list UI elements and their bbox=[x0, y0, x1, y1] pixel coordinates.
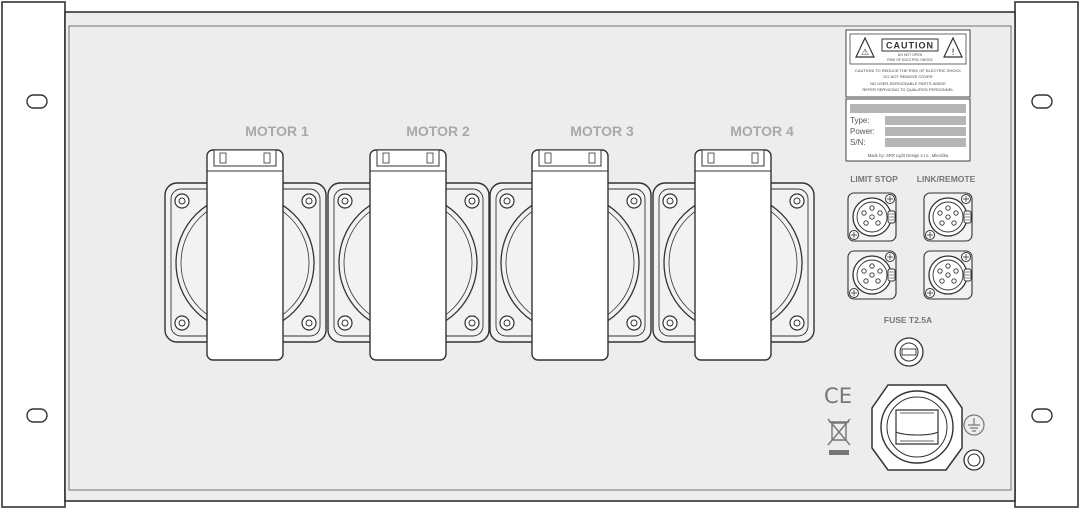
power-inlet[interactable] bbox=[871, 384, 963, 471]
warning-triangle-icon: ⚠ bbox=[855, 36, 875, 58]
caution-sticker: ⚠ ! CAUTION DO NOT OPEN RISK OF ELECTRIC… bbox=[845, 29, 971, 98]
caution-line-4: REFER SERVICING TO QUALIFIED PERSONNEL bbox=[862, 87, 954, 92]
motor-3-label: MOTOR 3 bbox=[570, 123, 634, 139]
mount-hole-right-top bbox=[1031, 94, 1053, 109]
motor-1-label: MOTOR 1 bbox=[245, 123, 309, 139]
limit-stop-label: LIMIT STOP bbox=[850, 174, 898, 184]
motor-4-label: MOTOR 4 bbox=[730, 123, 794, 139]
earth-ground-icon bbox=[963, 414, 985, 436]
mount-hole-right-bottom bbox=[1031, 408, 1053, 423]
type-label: Type: bbox=[850, 116, 870, 125]
ce-mark: CE bbox=[824, 384, 852, 408]
motor-2-label: MOTOR 2 bbox=[406, 123, 470, 139]
limit-stop-connector-bottom[interactable] bbox=[847, 250, 897, 300]
type-field bbox=[885, 116, 966, 125]
link-remote-label: LINK/REMOTE bbox=[917, 174, 976, 184]
mount-hole-left-top bbox=[26, 94, 48, 109]
svg-text:!: ! bbox=[951, 48, 955, 58]
electric-warning-triangle-icon: ! bbox=[943, 36, 963, 58]
power-label: Power: bbox=[850, 127, 875, 136]
fuse-label: FUSE T2.5A bbox=[884, 315, 932, 325]
mount-hole-left-bottom bbox=[26, 408, 48, 423]
weee-bin-icon bbox=[827, 418, 851, 455]
limit-stop-connector-top[interactable] bbox=[847, 192, 897, 242]
rating-plate: Type: Power: S/N: Made by: SRR Light Des… bbox=[845, 98, 971, 162]
caution-line-3: NO USER-SERVICEABLE PARTS INSIDE bbox=[870, 81, 946, 86]
sn-field bbox=[885, 138, 966, 147]
caution-title: CAUTION bbox=[886, 41, 934, 51]
link-remote-connector-top[interactable] bbox=[923, 192, 973, 242]
caution-line-1: CAUTION! TO REDUCE THE RISK OF ELECTRIC … bbox=[855, 68, 961, 73]
rack-ear-right bbox=[1014, 1, 1079, 508]
caution-subtitle-1: DO NOT OPEN bbox=[898, 53, 923, 57]
caution-subtitle-2: RISK OF ELECTRIC SHOCK bbox=[887, 58, 933, 62]
svg-text:⚠: ⚠ bbox=[861, 48, 869, 58]
maker-text: Made by: SRR Light Design s.r.o., Mlenič… bbox=[868, 153, 949, 158]
fuse-holder[interactable] bbox=[894, 337, 924, 367]
link-remote-connector-bottom[interactable] bbox=[923, 250, 973, 300]
power-field bbox=[885, 127, 966, 136]
caution-line-2: DO NOT REMOVE COVER bbox=[883, 74, 932, 79]
rack-ear-left bbox=[1, 1, 66, 508]
sn-label: S/N: bbox=[850, 138, 866, 147]
ground-terminal[interactable] bbox=[963, 449, 985, 471]
